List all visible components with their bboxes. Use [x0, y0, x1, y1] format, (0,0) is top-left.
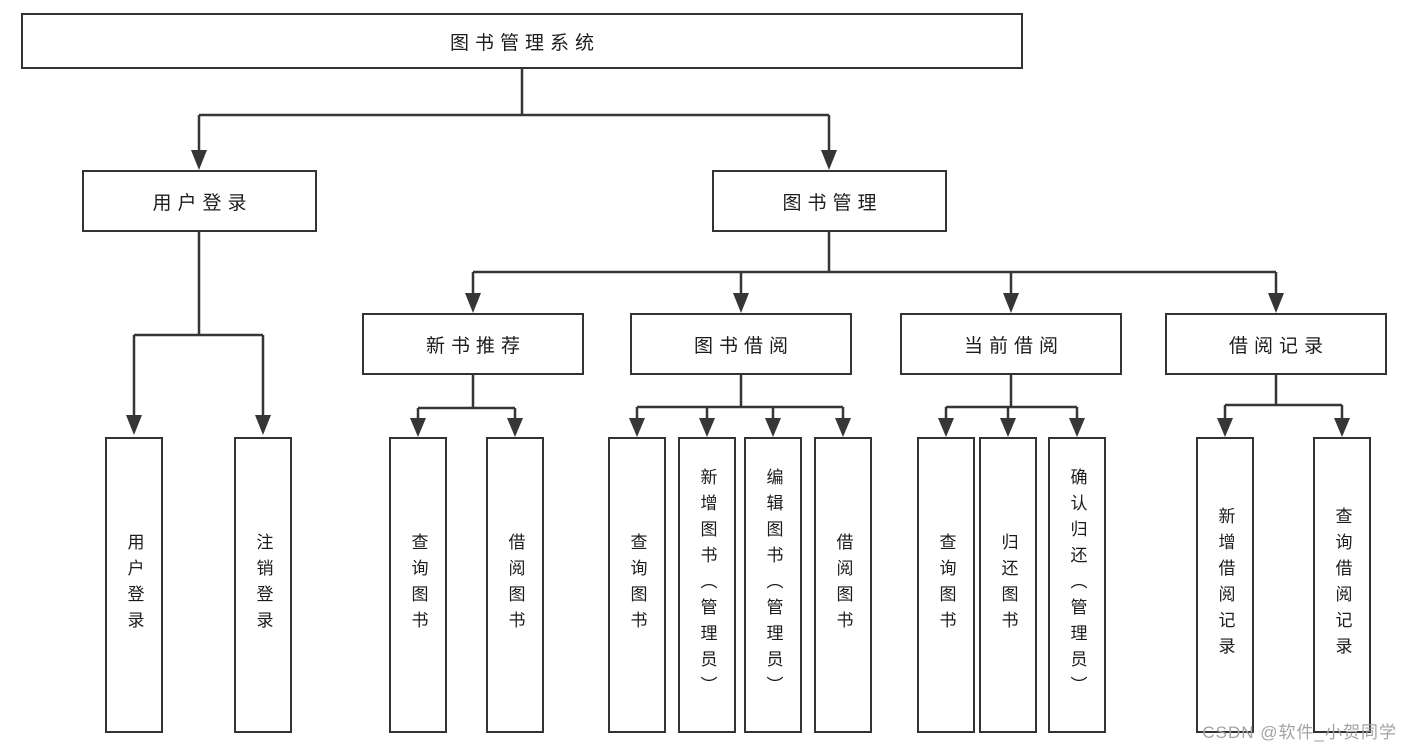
leaf-query-borrow-record: 查询借阅记录 — [1313, 437, 1371, 733]
leaf-return-books-label: 归还图书 — [998, 533, 1018, 637]
leaf-add-books-admin: 新增图书（管理员） — [678, 437, 736, 733]
leaf-add-borrow-record: 新增借阅记录 — [1196, 437, 1254, 733]
node-current-borrowing: 当前借阅 — [900, 313, 1122, 375]
leaf-query-books-recommend: 查询图书 — [389, 437, 447, 733]
node-borrowing-records-label: 借阅记录 — [1228, 335, 1329, 357]
leaf-query-books-borrow: 查询图书 — [608, 437, 666, 733]
leaf-query-books-current-label: 查询图书 — [936, 533, 956, 637]
leaf-borrow-books-recommend-label: 借阅图书 — [505, 533, 525, 637]
node-book-management-label: 图书管理 — [782, 192, 883, 214]
node-user-login-label: 用户登录 — [152, 192, 253, 214]
node-book-management: 图书管理 — [712, 170, 947, 232]
leaf-logout-label: 注销登录 — [253, 533, 273, 637]
leaf-edit-books-admin-label: 编辑图书（管理员） — [763, 468, 783, 702]
node-book-borrowing-label: 图书借阅 — [693, 335, 794, 357]
node-book-borrowing: 图书借阅 — [630, 313, 852, 375]
leaf-query-books-borrow-label: 查询图书 — [627, 533, 647, 637]
leaf-borrow-books-label: 借阅图书 — [833, 533, 853, 637]
node-new-book-recommendation-label: 新书推荐 — [425, 335, 526, 357]
leaf-confirm-return-admin: 确认归还（管理员） — [1048, 437, 1106, 733]
node-user-login: 用户登录 — [82, 170, 317, 232]
node-library-management-system: 图书管理系统 — [21, 13, 1023, 69]
leaf-query-books-recommend-label: 查询图书 — [408, 533, 428, 637]
node-borrowing-records: 借阅记录 — [1165, 313, 1387, 375]
leaf-borrow-books: 借阅图书 — [814, 437, 872, 733]
leaf-user-login-label: 用户登录 — [124, 533, 144, 637]
leaf-confirm-return-admin-label: 确认归还（管理员） — [1067, 468, 1087, 702]
leaf-query-books-current: 查询图书 — [917, 437, 975, 733]
leaf-return-books: 归还图书 — [979, 437, 1037, 733]
leaf-user-login: 用户登录 — [105, 437, 163, 733]
leaf-query-borrow-record-label: 查询借阅记录 — [1332, 507, 1352, 663]
node-library-management-system-label: 图书管理系统 — [449, 32, 600, 54]
csdn-watermark: CSDN @软件_小贺同学 — [1202, 723, 1397, 742]
leaf-add-books-admin-label: 新增图书（管理员） — [697, 468, 717, 702]
leaf-edit-books-admin: 编辑图书（管理员） — [744, 437, 802, 733]
leaf-borrow-books-recommend: 借阅图书 — [486, 437, 544, 733]
node-current-borrowing-label: 当前借阅 — [963, 335, 1064, 357]
leaf-logout: 注销登录 — [234, 437, 292, 733]
node-new-book-recommendation: 新书推荐 — [362, 313, 584, 375]
leaf-add-borrow-record-label: 新增借阅记录 — [1215, 507, 1235, 663]
